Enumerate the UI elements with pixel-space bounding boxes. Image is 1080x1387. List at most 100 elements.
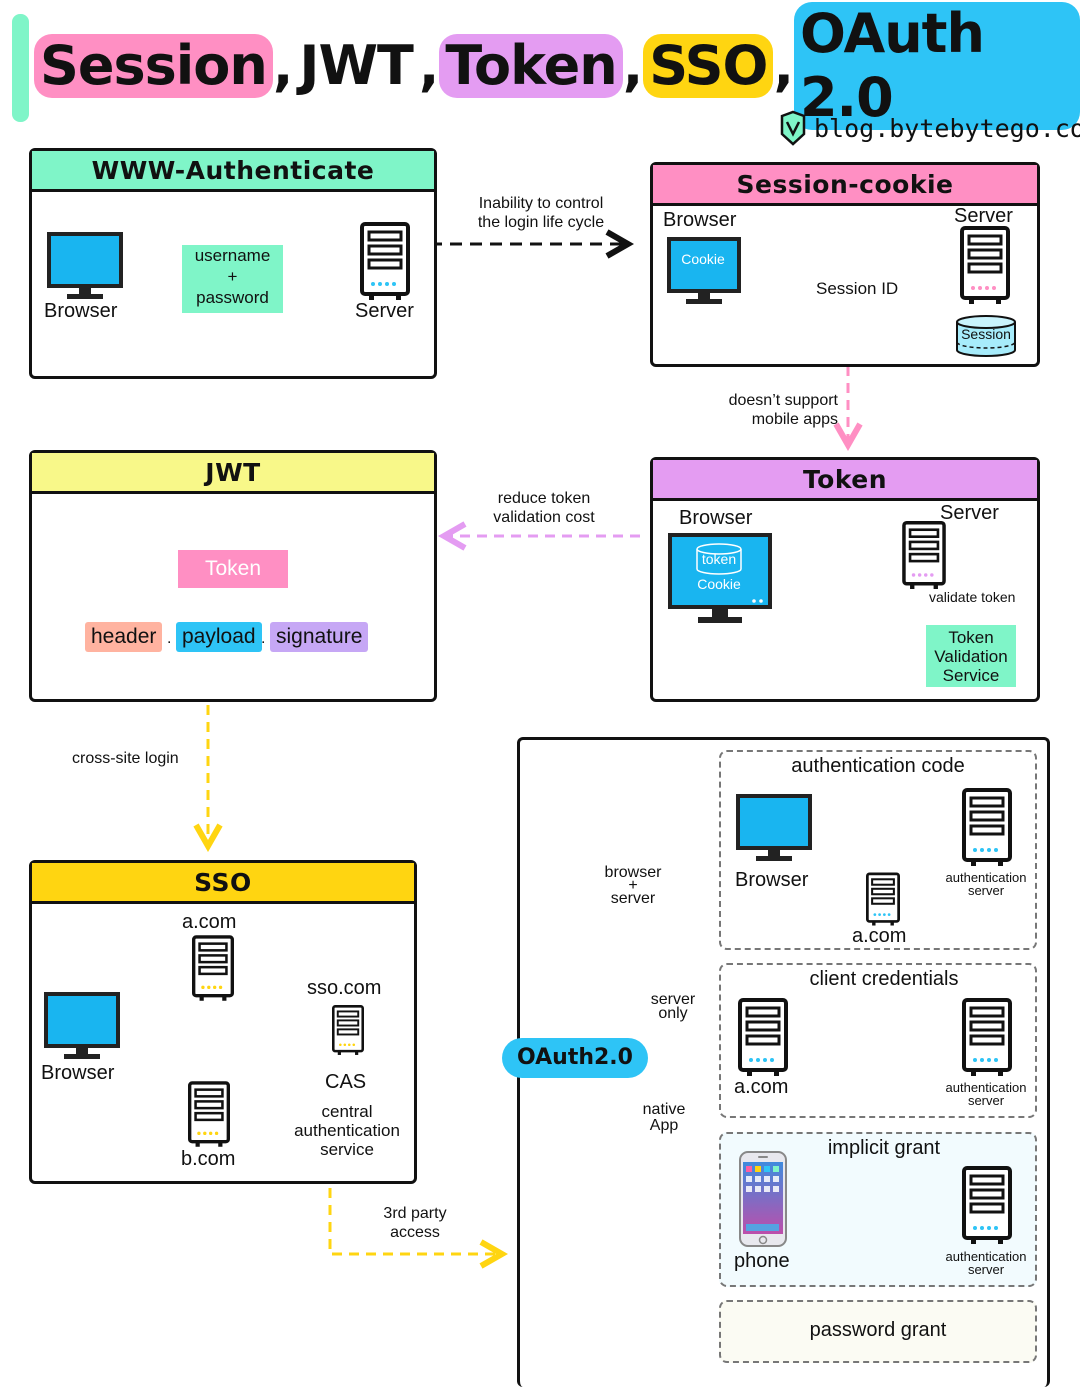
transition-cross-site: cross-site login xyxy=(72,750,179,767)
tvs-line1: Token xyxy=(948,628,994,647)
central-line3: service xyxy=(320,1140,374,1159)
client-credentials-box xyxy=(719,963,1037,1118)
auth-code-title: authentication code xyxy=(791,755,965,777)
transition-reduce-line2: validation cost xyxy=(493,509,595,526)
title-separator: , xyxy=(418,34,440,98)
browser-label: Browser xyxy=(41,1062,115,1084)
credentials-box: username + password xyxy=(182,245,283,313)
credentials-password: password xyxy=(196,288,269,307)
transition-mobile-line1: doesn’t support xyxy=(728,392,838,409)
title-separator: , xyxy=(773,34,794,98)
b-com-label: b.com xyxy=(181,1148,236,1170)
native-line2: App xyxy=(649,1117,679,1134)
auth-server-line2: server xyxy=(967,1262,1005,1277)
panel-header: Session-cookie xyxy=(653,165,1037,206)
jwt-signature-part: signature xyxy=(270,622,369,652)
transition-third-line1: 3rd party xyxy=(383,1205,447,1222)
server-label: Server xyxy=(954,205,1013,227)
oauth-server-only: server only xyxy=(640,991,706,1022)
title-separator: , xyxy=(622,34,644,98)
auth-code-box xyxy=(719,750,1037,950)
server-icon xyxy=(192,934,234,1007)
server-icon xyxy=(188,1080,230,1153)
server-icon xyxy=(962,788,1012,871)
monitor-icon xyxy=(44,992,120,1065)
central-line2: authentication xyxy=(294,1121,400,1140)
server-label: Server xyxy=(355,300,414,322)
title-word-token: Token xyxy=(439,34,623,98)
tvs-line3: Service xyxy=(942,666,1000,685)
auth-server-line1: authentication xyxy=(945,1080,1027,1095)
jwt-dot: . xyxy=(167,630,172,647)
browser-server-line1: browser xyxy=(604,864,662,881)
monitor-icon xyxy=(47,232,123,305)
phone-icon xyxy=(738,1150,788,1253)
transition-mobile: doesn’t support mobile apps xyxy=(704,391,838,429)
server-icon xyxy=(360,222,410,305)
browser-label: Browser xyxy=(44,300,118,322)
transition-inability: Inability to control the login life cycl… xyxy=(462,194,620,232)
implicit-grant-title: implicit grant xyxy=(827,1137,941,1159)
cas-label: CAS xyxy=(325,1071,367,1093)
browser-server-line2: server xyxy=(610,890,656,907)
transition-inability-line1: Inability to control xyxy=(478,195,604,212)
panel-header: SSO xyxy=(32,863,414,904)
server-icon xyxy=(866,872,900,931)
server-only-line2: only xyxy=(658,1005,688,1022)
browser-label: Browser xyxy=(735,869,809,891)
auth-server-label: authentication server xyxy=(938,1081,1034,1107)
server-icon xyxy=(902,521,946,594)
cookie-label: Cookie xyxy=(681,251,725,267)
client-credentials-title: client credentials xyxy=(809,968,959,990)
title-separator: , xyxy=(272,34,294,98)
native-line1: native xyxy=(642,1101,686,1118)
server-label: Server xyxy=(940,502,999,524)
jwt-token-chip: Token xyxy=(178,550,288,588)
sso-com-label: sso.com xyxy=(307,977,382,999)
server-only-line1: server xyxy=(650,991,696,1008)
browser-server-plus: + xyxy=(628,877,638,894)
jwt-header-part: header xyxy=(85,622,163,652)
auth-server-line1: authentication xyxy=(945,870,1027,885)
validate-token-label: validate token xyxy=(929,589,1016,605)
a-com-label: a.com xyxy=(734,1076,789,1098)
auth-server-label: authentication server xyxy=(938,1250,1034,1276)
brand-url[interactable]: blog.bytebytego.com xyxy=(814,113,1080,143)
auth-server-line2: server xyxy=(967,883,1005,898)
transition-mobile-line2: mobile apps xyxy=(751,411,838,428)
token-stack-icon xyxy=(694,543,744,582)
page-title: Session,JWT,Token,SSO,OAuth 2.0 xyxy=(34,2,1080,130)
credentials-plus: + xyxy=(227,267,238,286)
password-grant-box xyxy=(719,1300,1037,1363)
title-accent-bar xyxy=(12,14,29,122)
title-word-oauth: OAuth 2.0 xyxy=(793,2,1080,130)
brand[interactable]: blog.bytebytego.com xyxy=(778,110,1080,146)
jwt-dot: . xyxy=(261,630,266,647)
cookie-label: Cookie xyxy=(697,576,741,592)
server-icon xyxy=(962,1166,1012,1249)
session-id-label: Session ID xyxy=(816,279,899,298)
phone-label: phone xyxy=(734,1250,790,1272)
server-icon xyxy=(332,1004,364,1061)
central-auth-service: central authentication service xyxy=(286,1102,408,1159)
server-icon xyxy=(738,998,788,1081)
password-grant-title: password grant xyxy=(809,1319,947,1341)
panel-header: Token xyxy=(653,460,1037,501)
server-icon xyxy=(962,998,1012,1081)
monitor-icon xyxy=(667,237,741,312)
token-chip-label: token xyxy=(701,551,737,567)
a-com-label: a.com xyxy=(852,925,907,947)
auth-server-line2: server xyxy=(967,1093,1005,1108)
transition-third-line2: access xyxy=(390,1224,440,1241)
server-icon xyxy=(960,226,1010,309)
oauth-native-app: native App xyxy=(632,1102,696,1134)
title-word-session: Session xyxy=(34,34,273,98)
browser-label: Browser xyxy=(663,209,737,231)
jwt-payload-part: payload xyxy=(176,622,262,652)
bytebytego-logo-icon xyxy=(780,110,806,146)
token-validation-service: Token Validation Service xyxy=(926,625,1016,687)
oauth-label: OAuth2.0 xyxy=(502,1038,648,1078)
auth-server-label: authentication server xyxy=(938,871,1034,897)
panel-header: WWW-Authenticate xyxy=(32,151,434,192)
tvs-line2: Validation xyxy=(934,647,1008,666)
